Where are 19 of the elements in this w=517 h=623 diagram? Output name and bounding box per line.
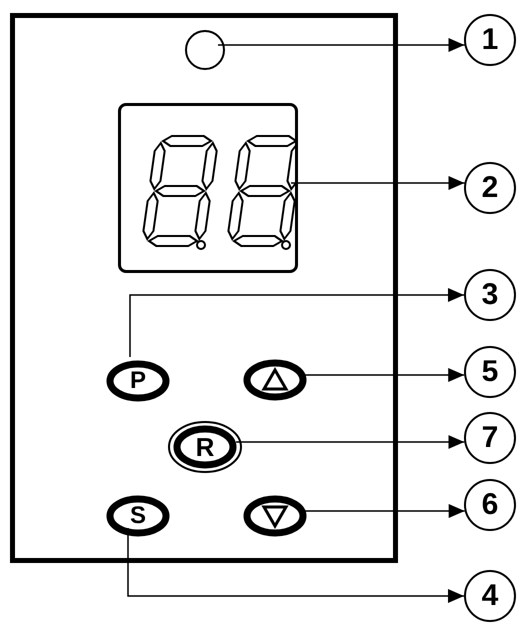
arrow bbox=[291, 176, 464, 190]
push-button: R bbox=[167, 420, 243, 474]
callout-number: 3 bbox=[464, 269, 516, 321]
indicator-light bbox=[185, 30, 225, 70]
arrow bbox=[127, 528, 464, 603]
callout-number: 7 bbox=[464, 412, 516, 464]
arrow bbox=[236, 435, 464, 449]
arrow bbox=[218, 38, 464, 52]
control-panel bbox=[10, 13, 398, 563]
callout-number: 4 bbox=[464, 570, 516, 622]
arrow bbox=[129, 288, 464, 357]
callout-number: 5 bbox=[464, 346, 516, 398]
push-button: P bbox=[106, 360, 170, 402]
callout-number: 6 bbox=[464, 479, 516, 531]
push-button: S bbox=[106, 495, 170, 537]
callout-number: 2 bbox=[464, 162, 516, 214]
callout-number: 1 bbox=[464, 14, 516, 66]
up-arrow-button bbox=[243, 359, 307, 401]
down-arrow-button bbox=[243, 495, 307, 537]
